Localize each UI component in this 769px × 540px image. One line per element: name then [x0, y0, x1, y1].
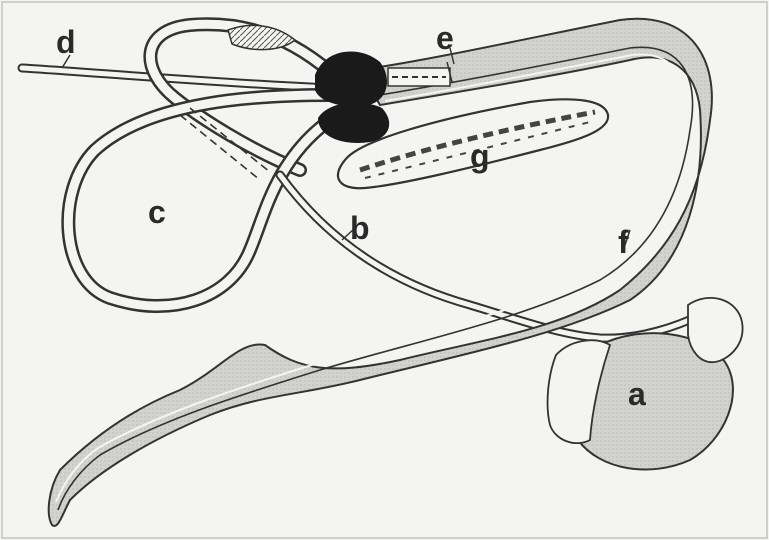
- duct-d: [22, 68, 330, 88]
- label-a: a: [628, 378, 646, 410]
- label-c: c: [148, 196, 166, 228]
- label-d: d: [56, 26, 76, 58]
- label-g: g: [470, 140, 490, 172]
- loop-c: [68, 95, 330, 306]
- label-e: e: [436, 22, 454, 54]
- dark-junction: [315, 51, 389, 143]
- label-f: f: [618, 226, 629, 258]
- label-b: b: [350, 212, 370, 244]
